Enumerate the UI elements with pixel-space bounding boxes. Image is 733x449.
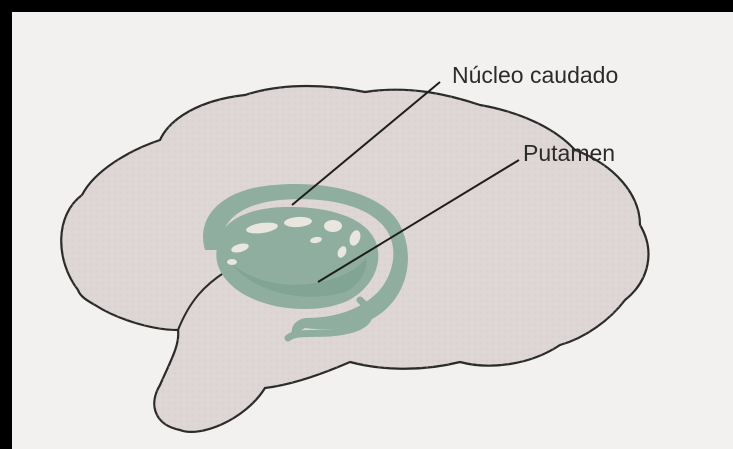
caudate-nucleus-label: Núcleo caudado [452, 64, 618, 87]
putamen-label: Putamen [523, 142, 615, 165]
figure-paper: Núcleo caudado Putamen [12, 12, 733, 449]
brain-diagram [12, 12, 733, 449]
